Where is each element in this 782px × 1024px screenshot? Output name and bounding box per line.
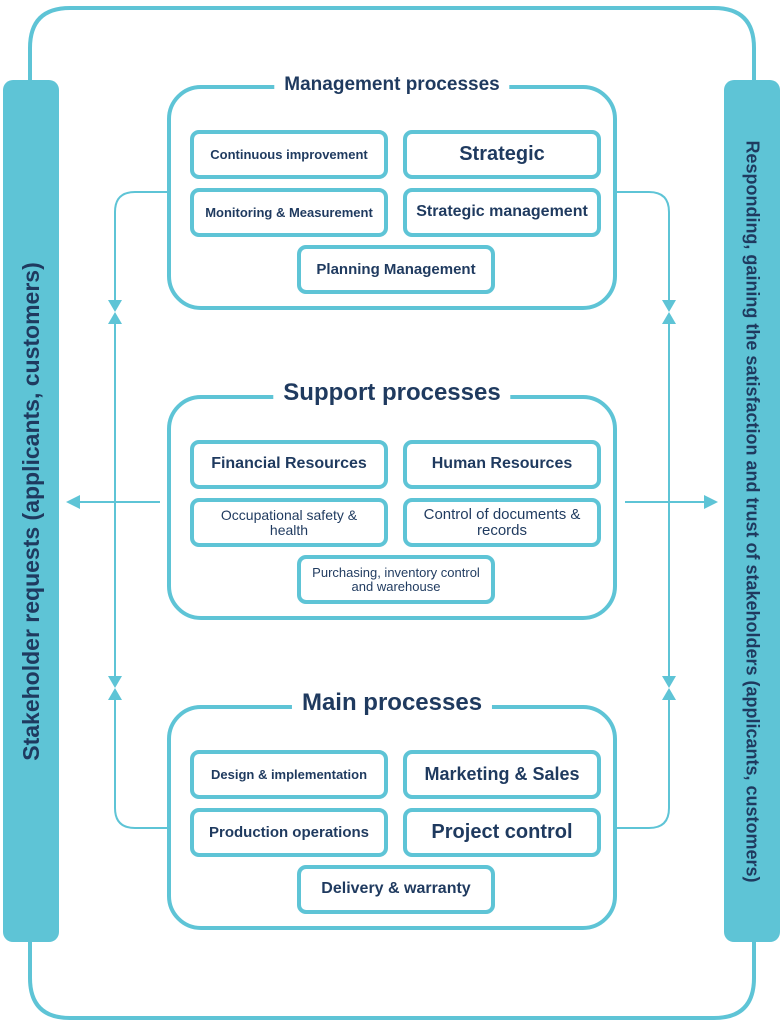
- arrow-down-right-top: [662, 300, 676, 312]
- process-continuous-improvement: Continuous improvement: [190, 130, 388, 179]
- stakeholder-satisfaction-bar: Responding, gaining the satisfaction and…: [724, 80, 780, 942]
- process-strategic: Strategic: [403, 130, 601, 179]
- left-connector-bottom: [114, 698, 167, 829]
- support-processes-title: Support processes: [273, 379, 511, 407]
- process-purchasing-inventory-label: Purchasing, inventory control and wareho…: [312, 564, 480, 594]
- arrow-up-right-bottom: [662, 688, 676, 700]
- process-occupational-safety-label: Occupational safety & health: [220, 506, 358, 538]
- process-monitoring-measurement: Monitoring & Measurement: [190, 188, 388, 237]
- management-processes-title: Management processes: [274, 74, 510, 96]
- stakeholder-requests-bar: Stakeholder requests (applicants, custom…: [3, 80, 59, 942]
- arrow-up-left-top: [108, 312, 122, 324]
- management-processes-group: Management processes Continuous improvem…: [167, 74, 617, 310]
- arrow-up-right-top: [662, 312, 676, 324]
- main-processes-title: Main processes: [291, 689, 493, 717]
- support-processes-group: Support processes Financial Resources Hu…: [167, 379, 617, 620]
- process-human-resources: Human Resources: [403, 440, 601, 489]
- left-connector-top: [114, 191, 167, 300]
- process-purchasing-inventory: Purchasing, inventory control and wareho…: [297, 555, 495, 604]
- process-design-implementation: Design & implementation: [190, 750, 388, 799]
- process-project-control: Project control: [403, 808, 601, 857]
- process-marketing-sales: Marketing & Sales: [403, 750, 601, 799]
- arrow-left-head: [66, 495, 80, 509]
- process-delivery-warranty: Delivery & warranty: [297, 865, 495, 914]
- arrow-up-left-bottom: [108, 688, 122, 700]
- outer-frame-bottom: [28, 942, 756, 1020]
- outer-frame: [28, 6, 756, 80]
- arrow-down-left-bottom: [108, 676, 122, 688]
- process-control-documents: Control of documents & records: [403, 498, 601, 547]
- arrow-down-right-bottom: [662, 676, 676, 688]
- arrow-down-left-top: [108, 300, 122, 312]
- process-production-operations: Production operations: [190, 808, 388, 857]
- main-processes-group: Main processes Design & implementation M…: [167, 689, 617, 930]
- process-occupational-safety: Occupational safety & health: [190, 498, 388, 547]
- right-connector-top: [617, 191, 670, 300]
- process-planning-management: Planning Management: [297, 245, 495, 294]
- right-connector-bottom: [617, 698, 670, 829]
- process-strategic-management: Strategic management: [403, 188, 601, 237]
- process-financial-resources: Financial Resources: [190, 440, 388, 489]
- stakeholder-requests-label: Stakeholder requests (applicants, custom…: [17, 261, 44, 761]
- stakeholder-satisfaction-label: Responding, gaining the satisfaction and…: [742, 139, 763, 883]
- process-control-documents-label: Control of documents & records: [423, 505, 581, 539]
- arrow-right-head: [704, 495, 718, 509]
